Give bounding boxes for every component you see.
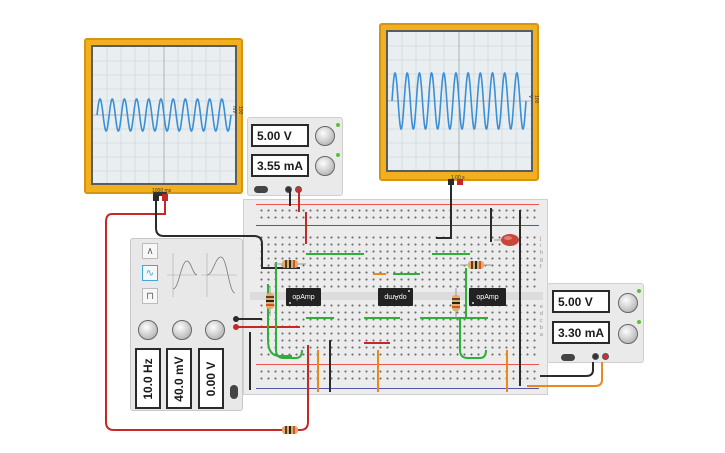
green-wire-left-feedback (275, 262, 303, 359)
oscilloscope-left-time-label: 1000 ms (152, 188, 172, 194)
psu-right-voltage-knob[interactable] (618, 293, 638, 313)
psu-right-power-switch[interactable] (561, 354, 575, 361)
top-rail-positive-line (256, 204, 539, 205)
opamp-chip-1-label: opAmp (292, 293, 315, 301)
fgen-terminal-black (233, 316, 239, 322)
resistor-left-horizontal (274, 260, 306, 268)
oscilloscope-right-trace (391, 71, 527, 131)
resistor-right-horizontal (460, 261, 492, 269)
scope-right-probe-black (448, 179, 454, 185)
oscilloscope-right-screen (386, 30, 533, 172)
black-wire-scope-right (436, 183, 452, 239)
resistor-bottom-loop (282, 426, 298, 434)
bottom-terminal-holes (258, 302, 538, 358)
oscilloscope-left[interactable]: 1000 ms 100 mV (84, 38, 243, 196)
psu-right-voltage-display: 5.00 V (552, 290, 610, 313)
oscilloscope-right-time-label: 1.00 s (451, 175, 465, 181)
bottom-rail-positive-line (256, 364, 539, 365)
psu-top-current-led (336, 153, 340, 157)
led-red (494, 234, 519, 246)
scope-left-probe-red (162, 194, 168, 201)
function-generator[interactable]: ∧ ∿ ⊓ 10.0 Hz 40.0 mV 0.00 V (130, 238, 243, 411)
resistor-left-vertical (266, 286, 274, 316)
opamp-chip-3-label: opAmp (476, 293, 499, 301)
square-wave-icon[interactable]: ⊓ (142, 288, 158, 304)
oscilloscope-left-grid (93, 47, 235, 183)
psu-top-negative-terminal[interactable] (285, 186, 292, 193)
psu-right-current-knob[interactable] (618, 324, 638, 344)
frequency-display: 10.0 Hz (135, 348, 161, 409)
psu-top-voltage-led (336, 123, 340, 127)
amplitude-display: 40.0 mV (166, 348, 192, 409)
psu-right-voltage-led (637, 289, 641, 293)
power-supply-right[interactable]: 5.00 V 3.30 mA (547, 283, 644, 363)
dc-offset-display: 0.00 V (198, 348, 224, 409)
opamp-chip-3[interactable]: opAmp (469, 288, 506, 306)
power-supply-top[interactable]: 5.00 V 3.55 mA (247, 117, 343, 196)
scope-left-probe-black (153, 194, 159, 201)
fgen-terminal-red (233, 324, 239, 330)
resistor-right-vertical (452, 288, 460, 318)
psu-right-negative-terminal[interactable] (592, 353, 599, 360)
amplitude-knob[interactable] (172, 320, 192, 340)
bottom-power-rail-holes (258, 368, 538, 384)
psu-top-power-switch[interactable] (254, 186, 268, 193)
dc-offset-knob[interactable] (205, 320, 225, 340)
oscilloscope-right-grid (388, 32, 531, 170)
scope-right-probe-red (457, 179, 463, 185)
opamp-chip-1[interactable]: opAmp (286, 288, 321, 306)
oscilloscope-right[interactable]: 1.00 s 100 V (379, 23, 539, 181)
psu-right-current-led (637, 320, 641, 324)
function-generator-power-switch[interactable] (230, 385, 238, 399)
psu-top-current-display: 3.55 mA (251, 154, 309, 177)
green-wire-right-loop (459, 318, 487, 359)
bottom-rail-negative-line (256, 388, 539, 389)
orange-wire-psu-right (527, 362, 603, 387)
top-rail-negative-line (256, 225, 539, 226)
frequency-knob[interactable] (138, 320, 158, 340)
black-wire-psu-right (540, 362, 594, 377)
green-wire-left-loop (267, 284, 292, 357)
red-wire-fgen-loop (105, 200, 309, 431)
waveform-illustration (167, 253, 237, 297)
top-power-rail-holes (258, 207, 538, 223)
psu-right-current-display: 3.30 mA (552, 321, 610, 344)
sine-wave-icon[interactable]: ∿ (142, 265, 158, 281)
psu-top-current-knob[interactable] (315, 156, 335, 176)
psu-top-voltage-display: 5.00 V (251, 124, 309, 147)
black-wire-scope-left (155, 200, 300, 269)
oscilloscope-left-screen (91, 45, 237, 185)
triangle-wave-icon[interactable]: ∧ (142, 243, 158, 259)
top-terminal-holes (258, 234, 538, 290)
psu-right-positive-terminal[interactable] (602, 353, 609, 360)
oscilloscope-left-probe (153, 192, 167, 196)
psu-top-voltage-knob[interactable] (315, 126, 335, 146)
oscilloscope-left-trace (96, 98, 232, 132)
